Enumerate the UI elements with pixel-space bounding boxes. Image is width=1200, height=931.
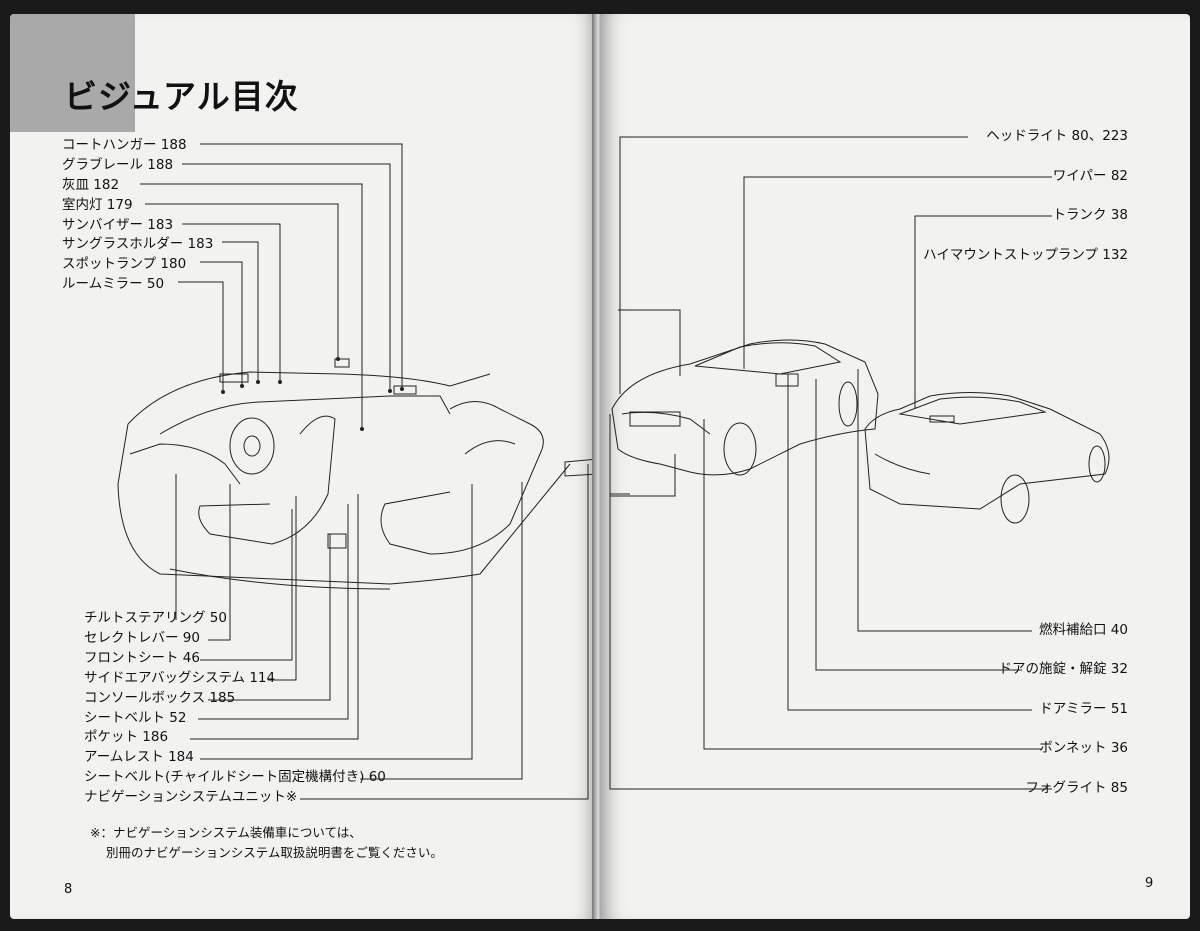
page-title: ビジュアル目次 xyxy=(64,77,299,116)
label-tilt-steering: チルトステアリング 50 xyxy=(84,610,227,626)
footnote-line-1: ※：ナビゲーションシステム装備車については、 xyxy=(90,825,362,840)
label-high-mount-stop-lamp: ハイマウントストップランプ 132 xyxy=(923,247,1128,263)
label-armrest: アームレスト 184 xyxy=(84,749,194,765)
label-room-mirror: ルームミラー 50 xyxy=(62,276,165,292)
label-sunglass-holder: サングラスホルダー 183 xyxy=(62,236,214,252)
label-select-lever: セレクトレバー 90 xyxy=(84,630,200,646)
right-page: ヘッドライト 80、223 ワイパー 82 トランク 38 ハイマウントストップ… xyxy=(600,14,1190,919)
label-child-seat-belt: シートベルト(チャイルドシート固定機構付き) 60 xyxy=(84,769,386,785)
label-pocket: ポケット 186 xyxy=(84,729,169,745)
page-number-right: 9 xyxy=(1145,876,1154,891)
label-headlight: ヘッドライト 80、223 xyxy=(986,128,1128,144)
label-trunk: トランク 38 xyxy=(1052,207,1128,223)
title-band xyxy=(10,14,135,132)
page-number-left: 8 xyxy=(64,882,73,897)
label-door-lock: ドアの施錠・解錠 32 xyxy=(998,661,1128,677)
label-spot-lamp: スポットランプ 180 xyxy=(62,256,187,272)
label-navigation-unit: ナビゲーションシステムユニット※ xyxy=(84,789,298,805)
label-console-box: コンソールボックス 185 xyxy=(84,690,236,706)
label-fuel-filler: 燃料補給口 40 xyxy=(1039,622,1128,638)
label-ashtray: 灰皿 182 xyxy=(62,177,120,193)
label-sun-visor: サンバイザー 183 xyxy=(62,217,174,233)
label-coat-hanger: コートハンガー 188 xyxy=(62,137,187,153)
label-front-seat: フロントシート 46 xyxy=(84,650,200,666)
exterior-diagram xyxy=(609,136,1110,790)
label-seat-belt: シートベルト 52 xyxy=(84,710,187,726)
footnote-line-2: 別冊のナビゲーションシステム取扱説明書をご覧ください。 xyxy=(106,845,443,860)
label-room-light: 室内灯 179 xyxy=(62,197,133,213)
label-wiper: ワイパー 82 xyxy=(1052,168,1128,184)
label-fog-light: フォグライト 85 xyxy=(1025,780,1128,796)
label-bonnet: ボンネット 36 xyxy=(1039,740,1128,756)
label-door-mirror: ドアミラー 51 xyxy=(1039,701,1128,717)
label-side-airbag: サイドエアバッグシステム 114 xyxy=(84,670,276,686)
left-page: ビジュアル目次 コートハンガー 188 グラブレール 188 灰皿 182 室内… xyxy=(10,14,598,919)
interior-diagram xyxy=(117,143,598,800)
label-grab-rail: グラブレール 188 xyxy=(62,157,174,173)
